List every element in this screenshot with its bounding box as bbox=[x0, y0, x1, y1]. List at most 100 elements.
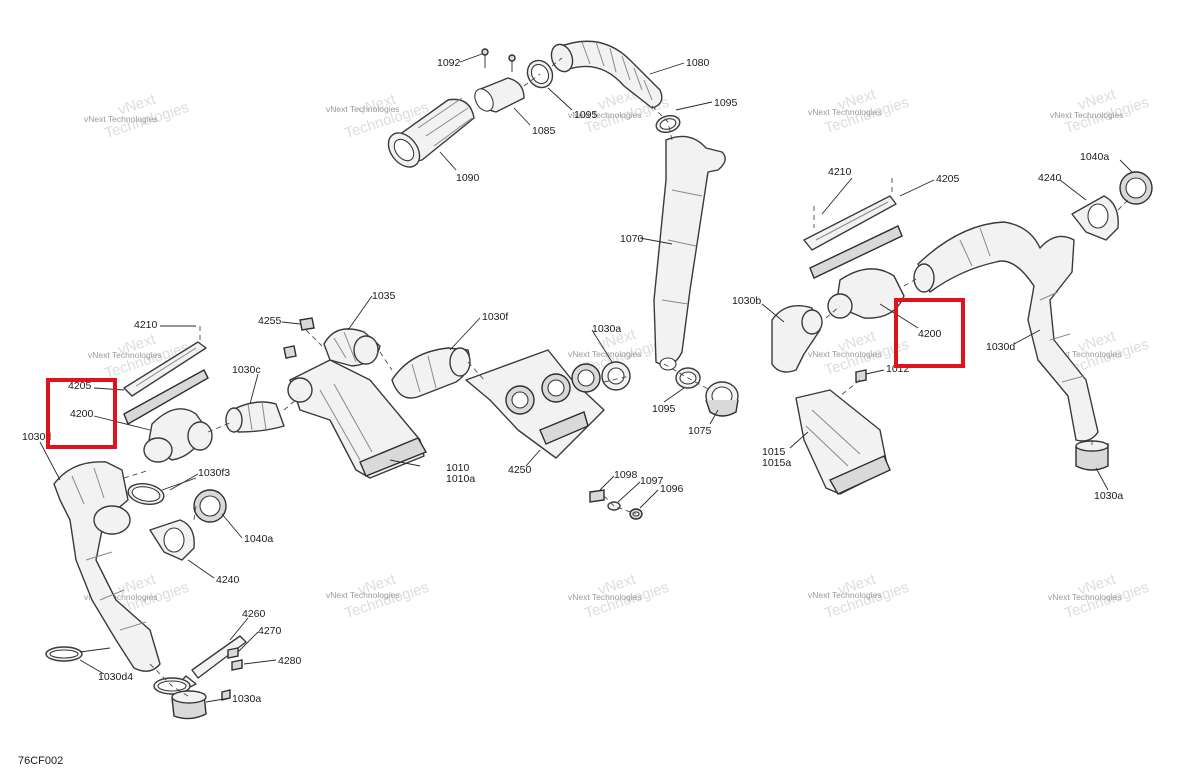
callout-1092: 1092 bbox=[437, 57, 461, 69]
bolt-4255 bbox=[283, 317, 315, 359]
callout-4240: 4240 bbox=[1038, 172, 1062, 184]
watermark-small: vNext Technologies bbox=[1050, 110, 1124, 120]
watermark-small: vNext Technologies bbox=[568, 592, 642, 602]
tie-1030f3 bbox=[127, 477, 197, 506]
callout-labels: 1092 1080 1085 1095 1090 1095 1070 1095 … bbox=[22, 57, 1123, 705]
watermark-small: vNext Technologies bbox=[568, 110, 642, 120]
cap-1030a-left bbox=[171, 690, 207, 720]
watermark: vNext Technologies bbox=[1063, 86, 1152, 138]
coupler-1075 bbox=[705, 381, 739, 417]
watermark-small: vNext Technologies bbox=[84, 592, 158, 602]
callout-4280: 4280 bbox=[278, 655, 302, 667]
cap-1030a-mid bbox=[601, 361, 631, 391]
callout-1030d: 1030d bbox=[22, 431, 51, 443]
callout-1090: 1090 bbox=[456, 172, 480, 184]
airbox-1010 bbox=[287, 359, 428, 479]
highlight-box-left bbox=[46, 378, 117, 449]
callout-1040a: 1040a bbox=[1080, 151, 1109, 163]
cap-1040a-left bbox=[193, 489, 227, 523]
watermark-small: vNext Technologies bbox=[808, 107, 882, 117]
watermark-small: vNext Technologies bbox=[88, 350, 162, 360]
callout-1075: 1075 bbox=[688, 425, 712, 437]
callout-1010: 1010 bbox=[446, 462, 470, 474]
callout-4260: 4260 bbox=[242, 608, 266, 620]
callout-4255: 4255 bbox=[258, 315, 282, 327]
watermark-small: vNext Technologies bbox=[326, 590, 400, 600]
cap-1040a-right bbox=[1119, 171, 1153, 205]
callout-1095: 1095 bbox=[714, 97, 738, 109]
hardware-1098-1097-1096 bbox=[589, 489, 643, 520]
callout-1030a: 1030a bbox=[232, 693, 261, 705]
callout-1080: 1080 bbox=[686, 57, 710, 69]
callout-1095: 1095 bbox=[574, 109, 598, 121]
callout-1097: 1097 bbox=[640, 475, 664, 487]
clamp-1095-mid bbox=[655, 114, 681, 134]
callout-1035: 1035 bbox=[372, 290, 396, 302]
callout-1030f: 1030f bbox=[482, 311, 508, 323]
bolts-4270-4280 bbox=[221, 647, 243, 701]
callout-1095: 1095 bbox=[652, 403, 676, 415]
elbow-1035 bbox=[323, 328, 381, 367]
bracket-4240-right bbox=[1071, 195, 1119, 241]
bolt-1012 bbox=[855, 369, 867, 383]
figure-code: 76CF002 bbox=[18, 755, 63, 767]
callout-4270: 4270 bbox=[258, 625, 282, 637]
bracket-4205-right bbox=[809, 225, 903, 279]
callout-4240: 4240 bbox=[216, 574, 240, 586]
watermark-small: vNext Technologies bbox=[1048, 349, 1122, 359]
ring-1030a-left bbox=[153, 677, 191, 695]
assembly-lines bbox=[123, 57, 1131, 697]
callout-1015a: 1015a bbox=[762, 457, 791, 469]
bracket-4210-left bbox=[123, 341, 207, 397]
bracket-4240-left bbox=[149, 519, 195, 561]
leader-lines bbox=[39, 53, 1133, 703]
hose-1030c bbox=[225, 401, 285, 433]
hose-1030f bbox=[391, 347, 471, 399]
panel-4250 bbox=[465, 349, 605, 459]
tie-1030d4 bbox=[45, 646, 111, 662]
plenum-4200-right bbox=[827, 268, 905, 319]
watermark: vNext Technologies bbox=[103, 91, 192, 143]
callout-1040a: 1040a bbox=[244, 533, 273, 545]
hose-1030d-right bbox=[913, 221, 1099, 442]
callout-4200: 4200 bbox=[918, 328, 942, 340]
hose-1030d-left bbox=[53, 461, 161, 672]
plenum-4200-left bbox=[143, 408, 213, 463]
callout-4205: 4205 bbox=[68, 380, 92, 392]
callout-1030b: 1030b bbox=[732, 295, 761, 307]
bracket-4210-right bbox=[803, 195, 897, 251]
duct-1070 bbox=[653, 135, 726, 371]
callout-1030f3: 1030f3 bbox=[198, 467, 230, 479]
callout-4210: 4210 bbox=[828, 166, 852, 178]
watermark-small: vNext Technologies bbox=[568, 349, 642, 359]
snorkel-1015 bbox=[795, 389, 891, 495]
watermark-small: vNext Technologies bbox=[326, 104, 400, 114]
watermark-small: vNext Technologies bbox=[808, 590, 882, 600]
bracket-4205-left bbox=[123, 369, 209, 426]
callout-1030d: 1030d bbox=[986, 341, 1015, 353]
callout-1030c: 1030c bbox=[232, 364, 261, 376]
highlight-box-right bbox=[894, 298, 965, 368]
callout-1030a: 1030a bbox=[1094, 490, 1123, 502]
air-filter-1090 bbox=[387, 97, 475, 168]
hose-1030b bbox=[771, 305, 823, 373]
callout-1070: 1070 bbox=[620, 233, 644, 245]
callout-1096: 1096 bbox=[660, 483, 684, 495]
bolt-1092 bbox=[481, 48, 516, 72]
adapter-1085 bbox=[474, 77, 525, 113]
watermark-small: vNext Technologies bbox=[84, 114, 158, 124]
callout-4210: 4210 bbox=[134, 319, 158, 331]
callout-4250: 4250 bbox=[508, 464, 532, 476]
callout-1010a: 1010a bbox=[446, 473, 475, 485]
watermark-small: vNext Technologies bbox=[808, 349, 882, 359]
cap-1030a-right bbox=[1075, 440, 1109, 471]
callout-1030a: 1030a bbox=[592, 323, 621, 335]
watermark-small: vNext Technologies bbox=[1048, 592, 1122, 602]
callout-4200: 4200 bbox=[70, 408, 94, 420]
callout-4205: 4205 bbox=[936, 173, 960, 185]
callout-1085: 1085 bbox=[532, 125, 556, 137]
callout-1015: 1015 bbox=[762, 446, 786, 458]
callout-1098: 1098 bbox=[614, 469, 638, 481]
